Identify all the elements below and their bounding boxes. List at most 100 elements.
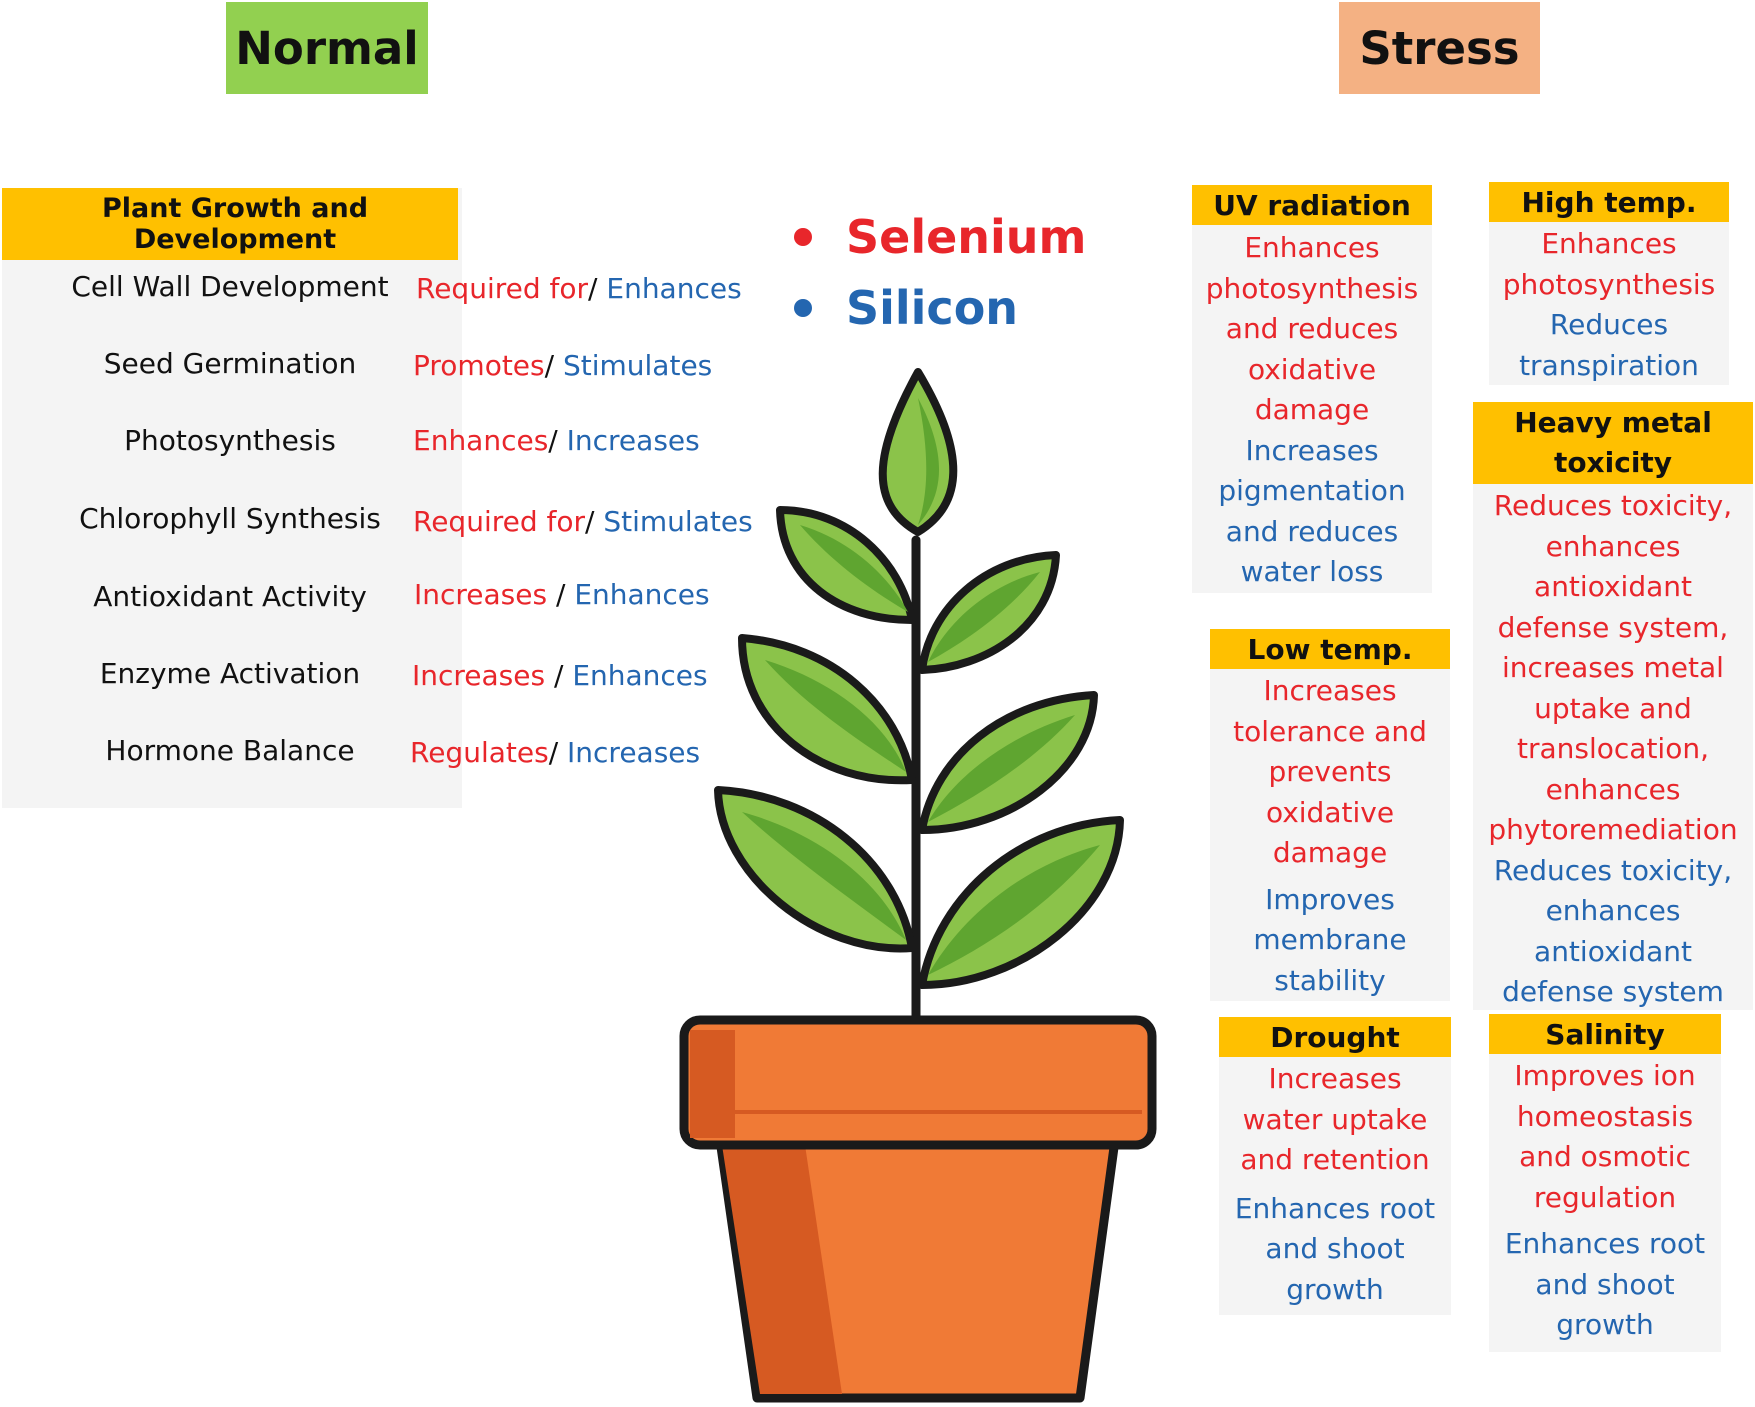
growth-row-label: Cell Wall Development <box>71 270 389 303</box>
separator: / <box>548 736 568 769</box>
low-temp-se-3: prevents <box>1268 755 1392 788</box>
heavy-metal-si-1: Reduces toxicity, <box>1493 853 1733 887</box>
silicon-effect: Increases <box>566 424 700 457</box>
heavy-metal-se-4: defense system, <box>1497 610 1729 644</box>
potted-plant-illustration <box>679 368 1157 1403</box>
salinity-se-2: homeostasis <box>1516 1099 1694 1133</box>
salinity-panel <box>1489 1014 1721 1352</box>
heavy-metal-se-2: enhances <box>1545 529 1681 563</box>
heavy-metal-title-1: Heavy metal <box>1514 406 1712 439</box>
growth-row-effect: Required for/ Stimulates <box>413 505 753 538</box>
leaf-right-1 <box>918 551 1060 674</box>
drought-effects: Increases water uptake and retention Enh… <box>1219 1059 1451 1310</box>
leaf-left-2 <box>738 634 916 785</box>
uv-se-1: Enhances <box>1244 231 1380 264</box>
growth-row-label: Enzyme Activation <box>99 657 361 690</box>
pot <box>679 1015 1157 1403</box>
uv-si-4: water loss <box>1240 555 1384 588</box>
drought-title: Drought <box>1270 1020 1400 1054</box>
silicon-effect: Enhances <box>606 272 742 305</box>
salinity-effects: Improves ion homeostasis and osmotic reg… <box>1489 1056 1721 1346</box>
heavy-metal-si-4: defense system <box>1502 975 1724 1008</box>
growth-row-label: Antioxidant Activity <box>93 580 367 613</box>
low-temp-si-3: stability <box>1274 963 1386 997</box>
uv-se-4: oxidative <box>1247 352 1377 386</box>
salinity-se-3: and osmotic <box>1519 1140 1691 1173</box>
low-temp-panel <box>1210 629 1450 1001</box>
uv-se-5: damage <box>1254 393 1370 426</box>
growth-row-effect: Enhances/ Increases <box>413 424 700 457</box>
heavy-metal-si-2: enhances <box>1545 894 1681 927</box>
growth-row-effect: Required for/ Enhances <box>416 272 742 305</box>
high-temp-se-1: Enhances <box>1541 227 1677 260</box>
silicon-effect: Stimulates <box>562 349 713 382</box>
growth-row-effect: Increases / Enhances <box>412 659 708 692</box>
selenium-legend-label: Selenium <box>846 210 1087 264</box>
silicon-dot <box>794 299 812 317</box>
growth-row-effect: Regulates/ Increases <box>410 736 700 769</box>
growth-title: Plant Growth and Development <box>101 193 369 255</box>
stress-label: Stress <box>1359 21 1520 75</box>
selenium-effect: Promotes <box>413 349 545 382</box>
heavy-metal-header: Heavy metal toxicity <box>1473 402 1753 484</box>
uv-effects: Enhances photosynthesis and reduces oxid… <box>1192 228 1432 593</box>
silicon-effect: Enhances <box>572 659 708 692</box>
high-temp-header: High temp. <box>1489 182 1729 222</box>
salinity-se-1: Improves ion <box>1514 1059 1696 1092</box>
low-temp-si-2: membrane <box>1253 923 1407 956</box>
drought-se-3: and retention <box>1240 1143 1430 1176</box>
legend-silicon: Silicon <box>794 281 1018 335</box>
heavy-metal-se-5: increases metal <box>1502 651 1724 684</box>
leaf-right-2 <box>918 691 1098 834</box>
selenium-effect: Increases <box>414 578 548 611</box>
selenium-effect: Regulates <box>410 736 549 769</box>
drought-panel <box>1219 1017 1451 1315</box>
salinity-si-2: and shoot <box>1535 1267 1675 1301</box>
drought-si-1: Enhances root <box>1234 1191 1436 1225</box>
low-temp-se-4: oxidative <box>1265 795 1395 829</box>
high-temp-effects: Enhances photosynthesis Reduces transpir… <box>1489 224 1729 386</box>
heavy-metal-se-1: Reduces toxicity, <box>1493 489 1733 522</box>
separator: / <box>548 424 567 457</box>
high-temp-title: High temp. <box>1521 185 1697 219</box>
leaf-left-3 <box>714 786 916 953</box>
separator: / <box>588 272 607 305</box>
silicon-legend-label: Silicon <box>846 281 1019 335</box>
salinity-si-3: growth <box>1556 1308 1654 1341</box>
low-temp-se-1: Increases <box>1263 674 1397 707</box>
silicon-effect: Enhances <box>574 578 710 611</box>
low-temp-effects: Increases tolerance and prevents oxidati… <box>1210 671 1450 1001</box>
normal-label: Normal <box>235 21 419 75</box>
low-temp-se-5: damage <box>1272 836 1388 869</box>
low-temp-si-1: Improves <box>1265 882 1395 916</box>
salinity-header: Salinity <box>1489 1014 1721 1054</box>
heavy-metal-title-2: toxicity <box>1553 446 1673 479</box>
heavy-metal-se-9: phytoremediation <box>1488 813 1738 846</box>
drought-header: Drought <box>1219 1017 1451 1057</box>
heavy-metal-se-6: uptake and <box>1534 691 1692 725</box>
heavy-metal-se-3: antioxidant <box>1534 570 1692 603</box>
salinity-se-4: regulation <box>1533 1180 1677 1214</box>
low-temp-header: Low temp. <box>1210 629 1450 669</box>
salinity-title: Salinity <box>1545 1017 1665 1051</box>
growth-panel <box>2 188 462 808</box>
low-temp-se-2: tolerance and <box>1233 714 1427 748</box>
separator: / <box>545 659 573 692</box>
growth-row-label: Seed Germination <box>103 347 357 380</box>
heavy-metal-effects: Reduces toxicity, enhances antioxidant d… <box>1473 486 1753 1013</box>
selenium-dot <box>794 228 812 246</box>
stress-tag: Stress <box>1339 2 1540 94</box>
low-temp-title: Low temp. <box>1247 632 1413 666</box>
uv-si-1: Increases <box>1245 433 1379 467</box>
heavy-metal-si-3: antioxidant <box>1534 934 1692 968</box>
growth-header: Plant Growth and Development <box>2 188 458 260</box>
separator: / <box>547 578 575 611</box>
silicon-effect: Stimulates <box>603 505 753 538</box>
selenium-effect: Required for <box>413 505 586 538</box>
heavy-metal-se-8: enhances <box>1545 772 1681 806</box>
heavy-metal-panel <box>1473 402 1753 1010</box>
high-temp-se-2: photosynthesis <box>1502 267 1716 301</box>
uv-title: UV radiation <box>1213 188 1411 222</box>
growth-row-label: Hormone Balance <box>105 734 355 767</box>
heavy-metal-se-7: translocation, <box>1517 732 1709 765</box>
